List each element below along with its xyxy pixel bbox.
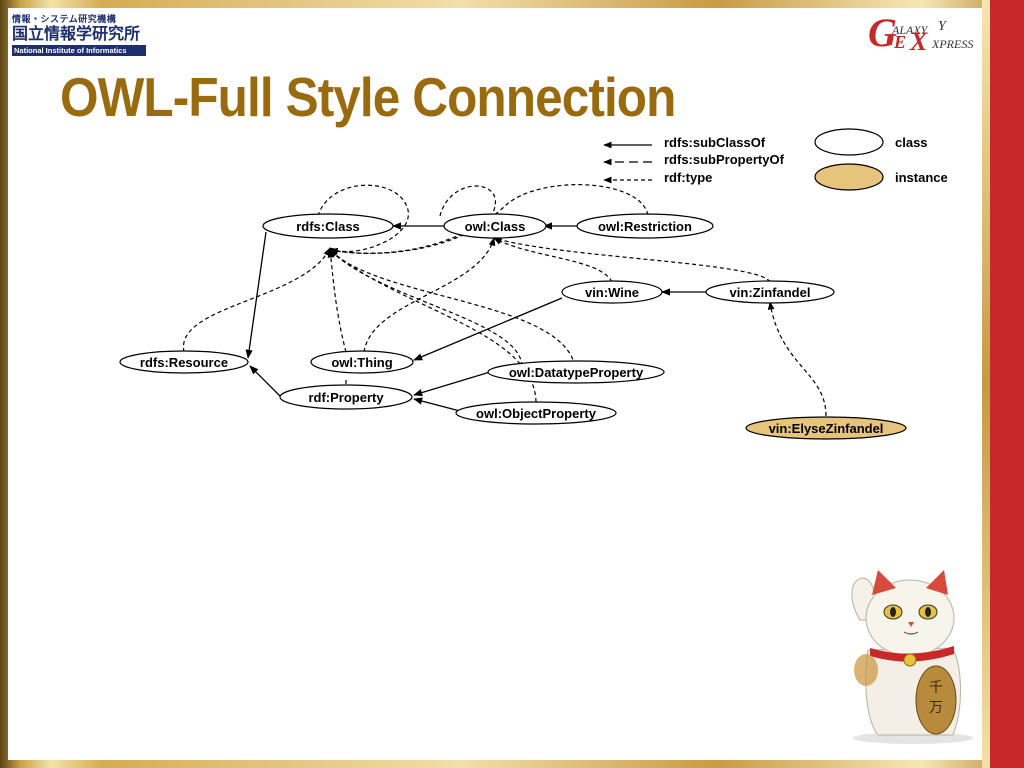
lucky-cat-image: 千 万: [851, 570, 973, 744]
type-resource-rdfsclass: [183, 247, 331, 353]
node-owl-objectproperty: owl:ObjectProperty: [455, 401, 617, 425]
svg-text:万: 万: [929, 700, 943, 716]
node-rdf-property-label: rdf:Property: [308, 390, 384, 405]
node-owl-objectproperty-label: owl:ObjectProperty: [476, 406, 597, 421]
brand-letter-e: E: [893, 32, 906, 52]
node-owl-class: owl:Class: [443, 213, 547, 239]
brand-line2: XPRESS: [931, 37, 973, 51]
edge-property-resource: [249, 365, 285, 401]
right-red-bar: [990, 0, 1024, 768]
gold-strip: [982, 0, 990, 768]
node-owl-class-label: owl:Class: [465, 219, 526, 234]
node-vin-zinfandel: vin:Zinfandel: [705, 280, 835, 304]
brand-letter-y: Y: [938, 19, 948, 34]
type-owlclass-rdfsclass: [329, 185, 497, 255]
node-owl-thing: owl:Thing: [310, 350, 414, 374]
nii-logo-name: 国立情報学研究所: [12, 26, 141, 43]
node-vin-zinfandel-label: vin:Zinfandel: [730, 285, 811, 300]
slide-title: OWL-Full Style Connection: [60, 66, 676, 128]
type-restriction-rdfsclass: [329, 184, 649, 255]
type-zinfandel-owlclass: [493, 236, 771, 283]
legend-instance-label: instance: [895, 170, 948, 185]
node-rdfs-resource-label: rdfs:Resource: [140, 355, 228, 370]
type-edges: [183, 184, 827, 417]
node-rdfs-class: rdfs:Class: [262, 213, 394, 239]
nii-logo-top: 情報・システム研究機構: [12, 14, 117, 24]
galaxy-express-logo: G ALAXY Y E X XPRESS: [868, 12, 973, 54]
edge-datatype-property: [413, 371, 491, 397]
legend-class-ellipse: [814, 128, 884, 156]
edge-object-property: [413, 397, 461, 412]
subclass-edges: [245, 222, 706, 412]
nii-logo: 情報・システム研究機構 国立情報学研究所 National Institute …: [12, 12, 146, 56]
type-elyse-zinfandel: [767, 301, 827, 417]
brand-line1: ALAXY: [891, 23, 929, 37]
type-objectproperty-rdfsclass: [329, 249, 537, 403]
legend-subclass-label: rdfs:subClassOf: [664, 135, 766, 150]
node-owl-datatypeproperty: owl:DatatypeProperty: [487, 360, 665, 384]
node-vin-wine-label: vin:Wine: [585, 285, 639, 300]
slide: [8, 8, 982, 760]
node-owl-restriction: owl:Restriction: [576, 213, 714, 239]
brand-letter-g: G: [868, 12, 897, 54]
node-rdfs-resource: rdfs:Resource: [119, 350, 249, 374]
nii-logo-english: National Institute of Informatics: [12, 45, 146, 56]
legend: rdfs:subClassOf rdfs:subPropertyOf rdf:t…: [603, 128, 948, 191]
type-rdfsclass-self: [317, 184, 409, 255]
node-rdfs-class-label: rdfs:Class: [296, 219, 360, 234]
node-owl-thing-label: owl:Thing: [331, 355, 392, 370]
edge-rdfsclass-resource: [245, 231, 267, 359]
legend-type-label: rdf:type: [664, 170, 712, 185]
node-vin-elysezinfandel: vin:ElyseZinfandel: [745, 416, 907, 440]
type-objectprop-rdfsclass: [329, 249, 576, 367]
node-owl-restriction-label: owl:Restriction: [598, 219, 692, 234]
node-vin-wine: vin:Wine: [561, 280, 663, 304]
legend-subproperty-label: rdfs:subPropertyOf: [664, 152, 785, 167]
node-vin-elysezinfandel-label: vin:ElyseZinfandel: [769, 421, 884, 436]
node-rdf-property: rdf:Property: [279, 384, 413, 410]
type-wine-owlclass: [493, 237, 613, 283]
svg-text:千: 千: [929, 680, 943, 696]
type-datatype-rdfsclass: [329, 249, 523, 367]
type-thing-owlclass: [363, 237, 496, 353]
legend-class-label: class: [895, 135, 928, 150]
legend-instance-ellipse: [814, 163, 884, 191]
type-thing-rdfsclass: [327, 249, 347, 353]
brand-letter-x: X: [909, 27, 928, 54]
node-owl-datatypeproperty-label: owl:DatatypeProperty: [509, 365, 644, 380]
